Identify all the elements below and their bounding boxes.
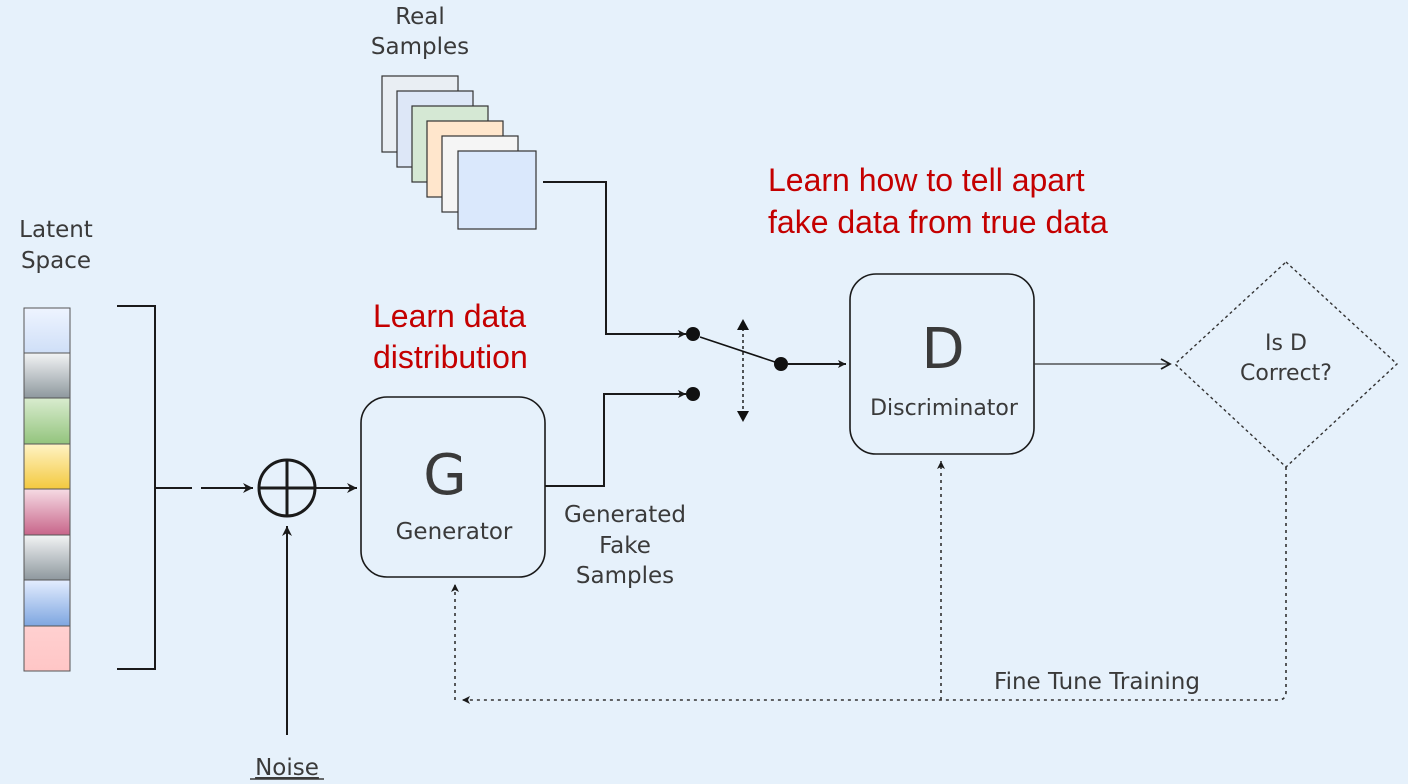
generator-letter: G bbox=[423, 443, 466, 508]
discriminator-box: D Discriminator bbox=[849, 273, 1035, 455]
generator-goal-line1: Learn data bbox=[373, 298, 526, 334]
generator-goal-line2: distribution bbox=[373, 339, 528, 375]
real-samples-stack bbox=[381, 75, 537, 230]
generated-fake-samples-label: Generated Fake Samples bbox=[564, 502, 686, 589]
discriminator-name: Discriminator bbox=[870, 396, 1019, 421]
latent-cell bbox=[23, 352, 71, 399]
real-samples-path bbox=[543, 181, 686, 338]
latent-space-label-line2: Space bbox=[21, 248, 91, 274]
latent-cell bbox=[23, 307, 71, 354]
latent-bracket bbox=[117, 305, 156, 670]
real-samples-line2: Samples bbox=[371, 34, 469, 60]
latent-cell bbox=[23, 534, 71, 581]
fake-samples-line1: Generated bbox=[564, 502, 686, 528]
decision-diamond: Is D Correct? bbox=[1173, 261, 1399, 468]
generator-box: G Generator bbox=[360, 396, 546, 578]
discriminator-goal-line2: fake data from true data bbox=[768, 204, 1108, 240]
fine-tune-label: Fine Tune Training bbox=[994, 669, 1200, 695]
fake-samples-line3: Samples bbox=[576, 563, 674, 589]
real-samples-line1: Real bbox=[395, 4, 445, 30]
latent-cell bbox=[23, 397, 71, 445]
latent-cell bbox=[23, 625, 71, 672]
switch-icon bbox=[686, 319, 788, 422]
discriminator-letter: D bbox=[921, 317, 964, 382]
generator-output-path bbox=[545, 390, 686, 487]
latent-space-label: Latent Space bbox=[19, 217, 93, 274]
noise-label: Noise bbox=[255, 755, 319, 781]
latent-space-label-line1: Latent bbox=[19, 217, 93, 243]
sum-node-icon bbox=[257, 458, 317, 518]
generator-name: Generator bbox=[396, 519, 513, 545]
feedback-loop-path bbox=[462, 467, 1287, 704]
latent-vector bbox=[23, 307, 71, 672]
latent-cell bbox=[23, 443, 71, 490]
discriminator-goal-line1: Learn how to tell apart bbox=[768, 162, 1085, 198]
decision-line1: Is D bbox=[1265, 331, 1307, 356]
fake-samples-line2: Fake bbox=[599, 533, 651, 559]
latent-cell bbox=[23, 579, 71, 627]
latent-cell bbox=[23, 488, 71, 536]
decision-line2: Correct? bbox=[1240, 361, 1332, 386]
